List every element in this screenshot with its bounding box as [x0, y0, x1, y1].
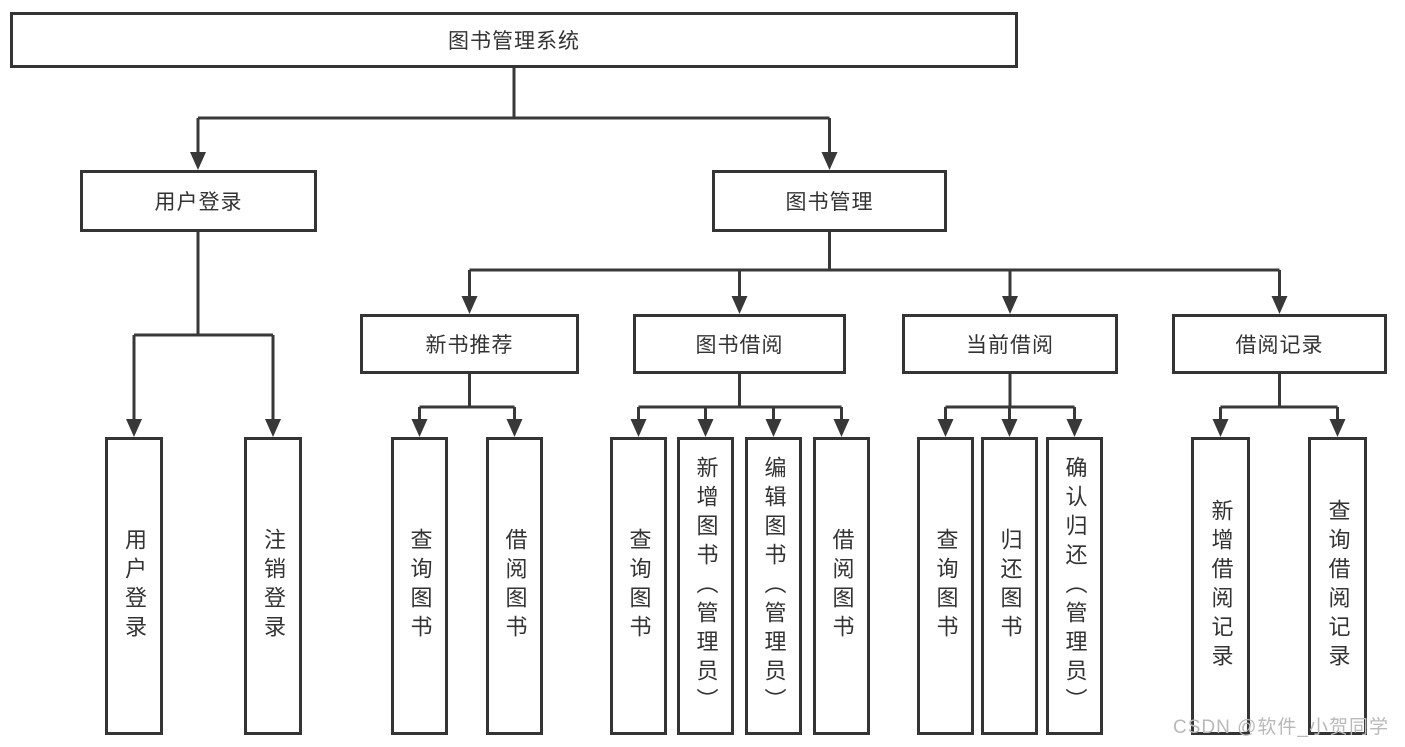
leaf-records-add-record: 新增借阅记录 [1191, 437, 1250, 735]
node-book-borrow: 图书借阅 [633, 314, 846, 374]
node-user-login: 用户登录 [80, 170, 317, 232]
node-root: 图书管理系统 [10, 12, 1018, 68]
leaf-borrow-query-book: 查询图书 [610, 437, 667, 735]
leaf-records-query-record: 查询借阅记录 [1308, 437, 1367, 735]
node-borrow-records: 借阅记录 [1172, 314, 1387, 374]
leaf-borrow-borrow-book: 借阅图书 [813, 437, 870, 735]
leaf-recommend-query-book: 查询图书 [391, 437, 448, 735]
watermark: CSDN @软件_小贺同学 [1173, 717, 1389, 738]
node-book-management: 图书管理 [712, 170, 947, 232]
leaf-recommend-borrow-book: 借阅图书 [486, 437, 543, 735]
node-current-borrow: 当前借阅 [902, 314, 1118, 374]
leaf-borrow-add-book-admin: 新增图书（管理员） [677, 437, 734, 735]
connector-stems [132, 68, 1339, 423]
leaf-current-confirm-return-admin: 确认归还（管理员） [1046, 437, 1103, 735]
leaf-user-login: 用户登录 [105, 437, 163, 735]
leaf-logout: 注销登录 [244, 437, 302, 735]
leaf-borrow-edit-book-admin: 编辑图书（管理员） [745, 437, 802, 735]
leaf-current-query-book: 查询图书 [917, 437, 974, 735]
leaf-current-return-book: 归还图书 [981, 437, 1038, 735]
node-new-book-recommend: 新书推荐 [360, 314, 579, 374]
